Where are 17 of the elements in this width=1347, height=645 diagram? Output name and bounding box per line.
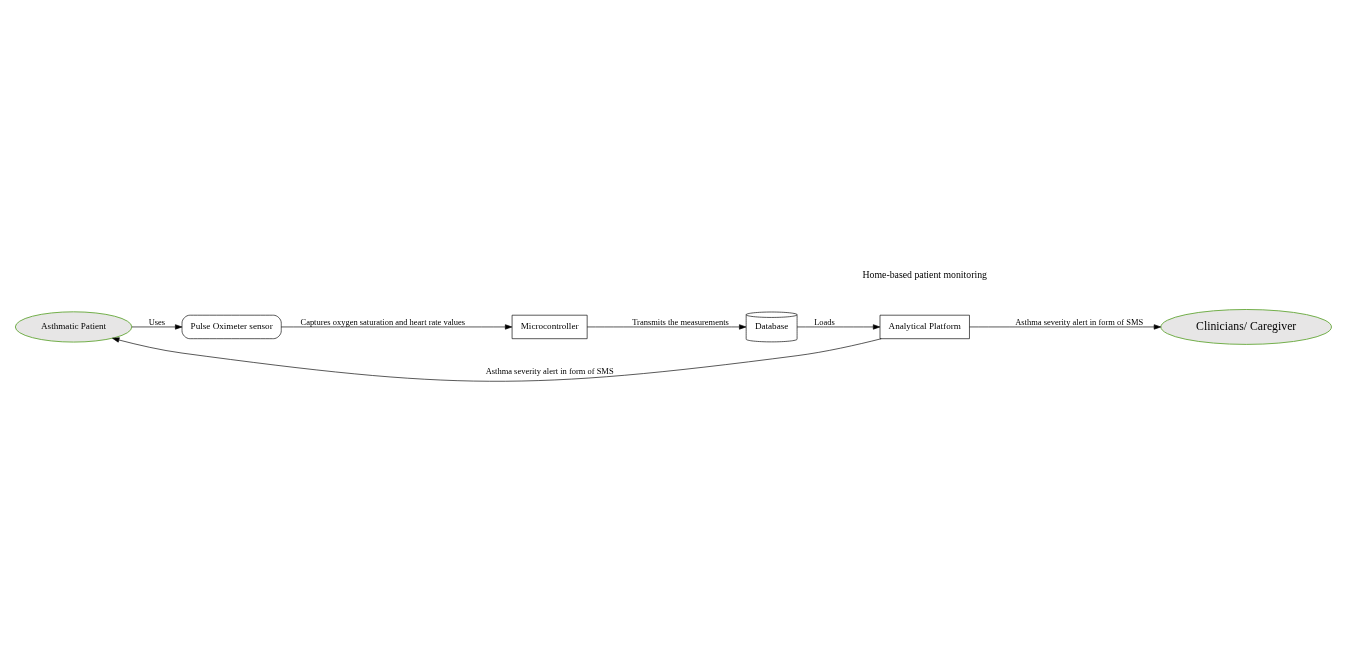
edge-label: Asthma severity alert in form of SMS — [1015, 316, 1144, 327]
edge-label: Transmits the measurements — [632, 316, 729, 327]
node-ellipse: Clinicians/ Caregiver — [1160, 309, 1332, 345]
edge-label: Asthma severity alert in form of SMS — [485, 365, 614, 376]
node-box: Analytical Platform — [879, 314, 970, 340]
node-box: Pulse Oximeter sensor — [181, 314, 282, 340]
arrow — [969, 324, 1161, 330]
arrow — [586, 324, 747, 330]
edge-label: Uses — [148, 316, 166, 327]
arrow — [112, 337, 882, 382]
label: Home-based patient monitoring — [862, 268, 987, 280]
node-box: Microcontroller — [511, 314, 588, 340]
arrow — [281, 324, 513, 330]
edge-label: Loads — [814, 316, 835, 327]
arrow — [131, 324, 183, 330]
arrow — [796, 324, 881, 330]
edge-label: Captures oxygen saturation and heart rate values — [300, 316, 466, 327]
